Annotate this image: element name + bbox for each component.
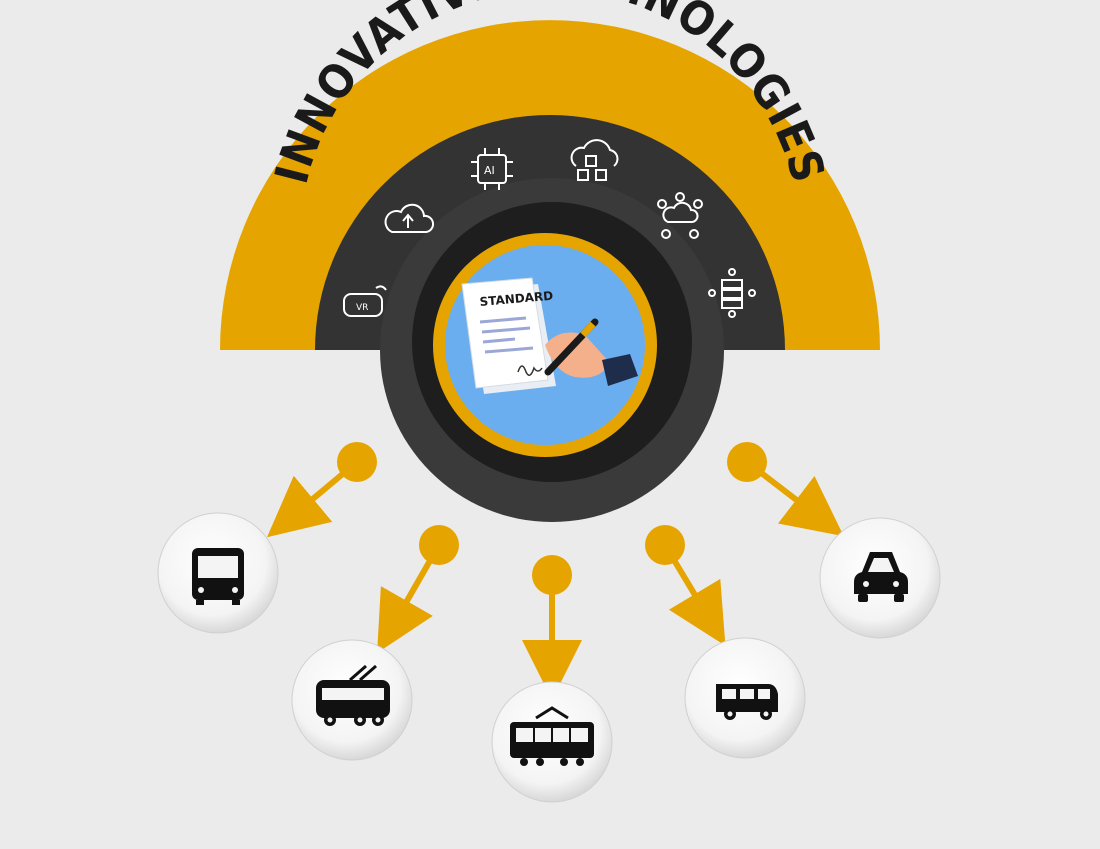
- transport-minibus: [684, 637, 806, 759]
- document-signing-illustration: STANDARD: [461, 277, 638, 394]
- blockchain-cloud-icon: [570, 139, 619, 181]
- transport-car: [819, 517, 941, 639]
- cloud-network-icon: [657, 192, 703, 239]
- bus-icon: [192, 548, 244, 605]
- connectors: [266, 442, 844, 700]
- server-network-icon: [708, 268, 756, 318]
- car-icon: [854, 552, 908, 602]
- transport-bus: [157, 512, 279, 634]
- minibus-icon: [716, 684, 778, 720]
- transport-trolleybus: [291, 639, 413, 761]
- vr-headset-icon: VR: [343, 285, 387, 317]
- svg-text:VR: VR: [356, 303, 368, 313]
- trolleybus-icon: [316, 664, 390, 726]
- document-label: STANDARD: [479, 289, 554, 309]
- cloud-upload-icon: [384, 203, 435, 233]
- tram-icon: [510, 706, 594, 766]
- ai-chip-icon: AI: [471, 148, 513, 190]
- svg-text:AI: AI: [484, 164, 495, 177]
- transport-tram: [491, 681, 613, 803]
